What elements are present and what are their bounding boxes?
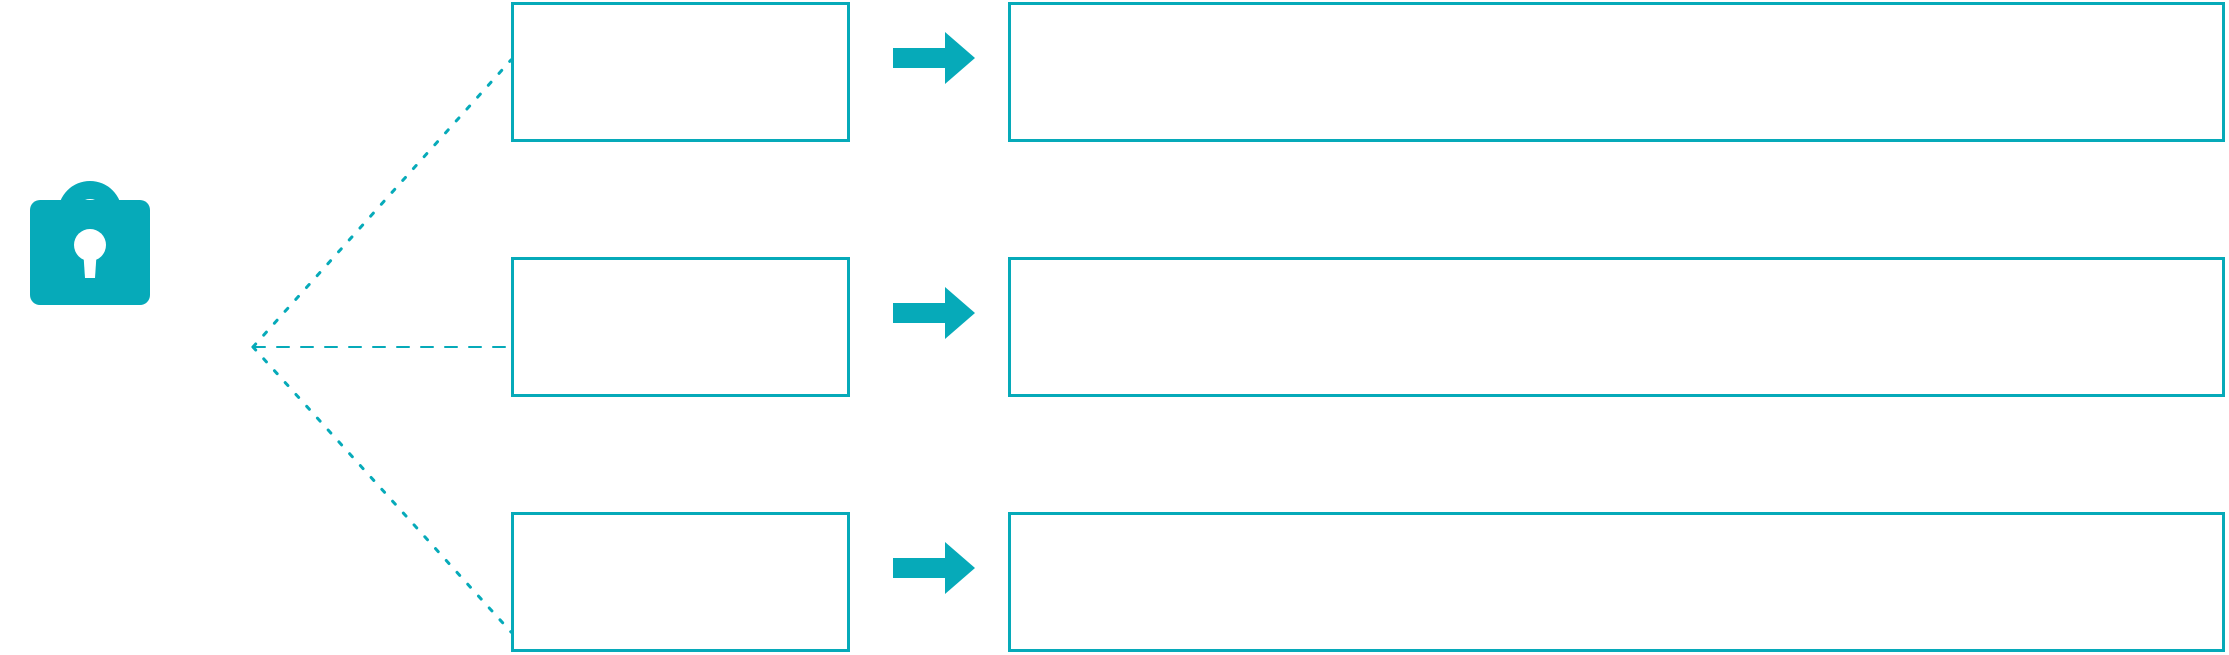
left-box-row-3[interactable] [511,512,850,652]
left-box-row-3-label [514,515,847,649]
arrow-group [893,32,975,594]
lock-icon [30,181,150,305]
right-box-row-2-label [1011,260,2222,394]
left-box-row-2[interactable] [511,257,850,397]
arrow-right-icon [893,287,975,339]
connector-row-3 [251,345,513,634]
connector-row-1 [251,58,513,349]
right-box-row-3-label [1011,515,2222,649]
right-box-row-1[interactable] [1008,2,2225,142]
left-box-row-1[interactable] [511,2,850,142]
left-box-row-1-label [514,5,847,139]
left-box-row-2-label [514,260,847,394]
arrow-right-icon [893,32,975,84]
right-box-row-1-label [1011,5,2222,139]
right-box-row-3[interactable] [1008,512,2225,652]
right-box-row-2[interactable] [1008,257,2225,397]
arrow-right-icon [893,542,975,594]
